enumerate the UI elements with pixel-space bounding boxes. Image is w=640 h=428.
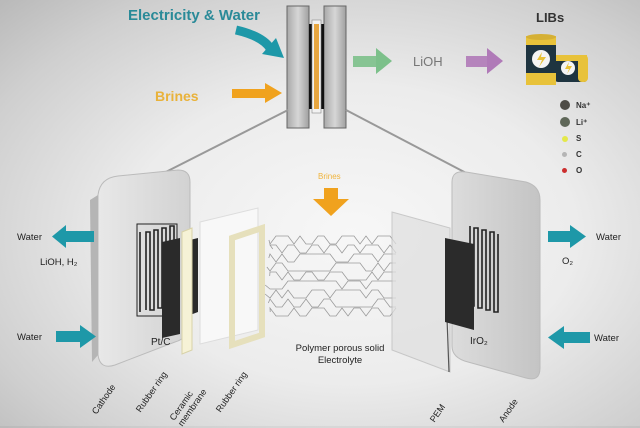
brines-center-label: Brines <box>318 172 341 181</box>
legend-item-li: Li⁺ <box>560 117 587 127</box>
lioh-label: LiOH <box>413 54 443 69</box>
electricity-water-arrowhead <box>262 38 284 58</box>
libs-label: LIBs <box>536 10 565 25</box>
polymer-chain <box>264 280 396 290</box>
left-products-label: LiOH, H₂ <box>40 257 78 268</box>
left-water-out-label: Water <box>17 232 42 243</box>
water-out-arrow-left <box>52 225 94 248</box>
libs-arrow <box>466 48 503 74</box>
legend-item-s: S <box>562 134 581 143</box>
lioh-arrow <box>353 48 392 74</box>
pem <box>391 211 451 373</box>
right-water-out-label: Water <box>596 232 621 243</box>
electricity-water-label: Electricity & Water <box>128 7 260 24</box>
polymer-electrolyte <box>264 235 397 317</box>
legend-dot <box>562 168 567 173</box>
water-in-arrow-left <box>56 325 96 348</box>
rubber-ring-1 <box>181 227 193 355</box>
polymer-chain <box>268 253 396 263</box>
iro2-label: IrO₂ <box>470 336 488 347</box>
legend-dot <box>562 135 568 142</box>
water-in-arrow-right <box>548 326 590 349</box>
brines-arrow-center <box>313 188 349 216</box>
right-products-label: O₂ <box>562 256 574 267</box>
polymer-chain <box>269 306 397 317</box>
water-out-arrow-right <box>548 225 586 248</box>
electrolyte-label-line2: Electrolyte <box>317 355 363 366</box>
polymer-chain <box>268 298 396 308</box>
projection-line-left <box>149 109 289 181</box>
projection-line-right <box>345 109 471 176</box>
legend-item-c: C <box>562 150 582 159</box>
legend-dot <box>562 152 567 157</box>
polymer-chain <box>269 271 396 281</box>
brines-arrow-top <box>232 83 282 103</box>
legend-item-na: Na⁺ <box>560 100 590 110</box>
right-water-in-label: Water <box>594 333 619 344</box>
pt-c-electrode <box>162 238 180 338</box>
iro2-electrode <box>445 238 474 330</box>
electricity-water-arrow <box>234 25 274 51</box>
electrolyte-label-line1: Polymer porous solid <box>295 343 385 354</box>
legend-dot <box>560 117 570 127</box>
polymer-chain <box>264 289 396 299</box>
pt-c-label: Pt/C <box>151 337 171 348</box>
electrolyte-label: Polymer porous solid Electrolyte <box>270 343 410 367</box>
polymer-chain <box>266 262 396 272</box>
legend-dot <box>560 100 570 110</box>
rubber-ring-2 <box>229 223 265 350</box>
top-cell-stack <box>286 5 347 129</box>
brines-label: Brines <box>155 88 199 104</box>
polymer-chain <box>268 235 397 245</box>
left-water-in-label: Water <box>17 332 42 343</box>
polymer-chain <box>269 244 397 254</box>
legend-item-o: O <box>562 166 582 175</box>
battery-icon <box>526 34 588 85</box>
